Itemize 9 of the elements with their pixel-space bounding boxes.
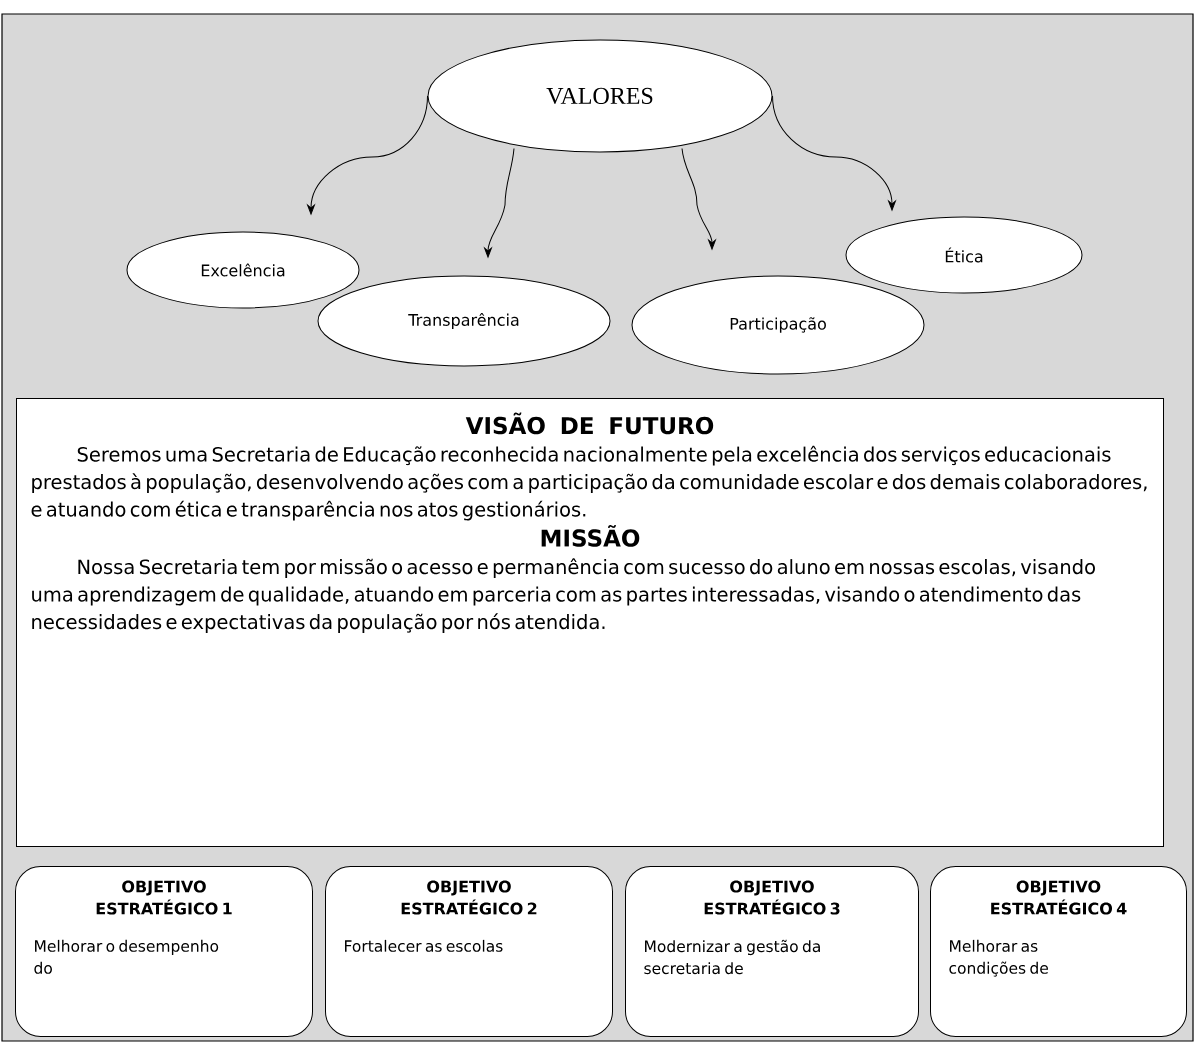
objective-box: OBJETIVO ESTRATÉGICO 3 Modernizar a gestão da secretaria de: [625, 866, 919, 1037]
objective-box: OBJETIVO ESTRATÉGICO 1 Melhorar o desempenho do: [15, 866, 313, 1037]
arrow: [772, 95, 896, 211]
arrow: [681, 148, 716, 250]
text-box: VISÃO DE FUTURO Seremos uma Secretaria de Educação reconhecida nacionalmente pela excelência dos serviços educacionais prestados à população, desenvolvendo ações com a participação da comunidade escolar e dos demais colaboradores, e atuando com ética e transparência nos atos gestionários. MISSÃO Nossa Secretaria tem por missão o acesso e permanência com sucesso do aluno em nossas escolas, visando uma aprendizagem de qualidade, atuando em parceria com as partes interessadas, visando o atendimento das necessidades e expectativas da população por nós atendida.: [16, 398, 1164, 847]
arrow: [484, 148, 515, 258]
objective-box: OBJETIVO ESTRATÉGICO 4 Melhorar as condições de: [930, 866, 1187, 1037]
objective-box: OBJETIVO ESTRATÉGICO 2 Fortalecer as escolas: [325, 866, 613, 1037]
arrow: [307, 95, 428, 215]
